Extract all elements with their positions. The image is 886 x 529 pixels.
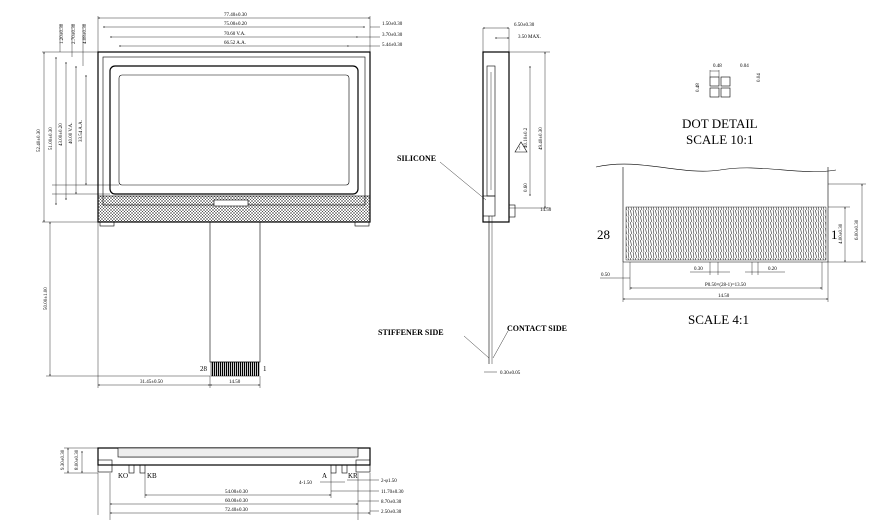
bottom-tab-left	[97, 459, 113, 473]
fpc-dim-total-height: 6.00±0.30	[855, 219, 860, 240]
active-area	[118, 74, 350, 186]
dim-tail-length: 50.00±1.00	[44, 287, 49, 310]
dot-dim-width: 0.48	[713, 64, 722, 69]
dot-1	[709, 76, 720, 87]
fpc-tail	[209, 221, 261, 363]
dim-aa-height: 33.54 A.A.	[79, 120, 84, 142]
dot-dim-height: 0.48	[696, 83, 701, 92]
label-contact-side: CONTACT SIDE	[507, 324, 567, 333]
bottom-dim-height-1: 9.30±0.30	[61, 449, 66, 470]
bottom-dim-pin-width: 4-1.50	[299, 481, 312, 486]
fpc-break-line	[595, 163, 837, 172]
dim-left-top-2: 2.70±0.30	[72, 23, 77, 44]
front-pin-last: 1	[263, 365, 267, 373]
dim-tail-width: 14.50	[229, 380, 241, 385]
bottom-label-kr: KR	[348, 472, 358, 480]
fpc-dim-pitch-total: P0.50×(28-1)=13.50	[705, 283, 746, 288]
dot-2	[720, 76, 731, 87]
dim-aa-width: 66.52 A.A.	[224, 41, 246, 46]
bottom-pin-ko	[128, 464, 135, 474]
dim-left-top-1: 1.20±0.30	[60, 23, 65, 44]
tab-right	[354, 221, 370, 227]
fpc-dim-total-width: 14.50	[718, 294, 730, 299]
bottom-view: KO KB A KR 9.30±0.30 8.00±0.30 4-1.50 2-…	[61, 447, 404, 520]
dim-overall-height: 52.40±0.30	[37, 129, 42, 152]
fpc-contact-array	[625, 206, 827, 261]
bottom-label-ko: KO	[118, 472, 128, 480]
tab-left	[99, 221, 115, 227]
fpc-contacts	[210, 361, 260, 377]
fpc-dim-pitch-width: 0.30	[694, 267, 703, 272]
bottom-dim-8-7: 8.70±0.30	[381, 500, 402, 505]
dim-fpc-thickness: 0.30±0.05	[500, 371, 521, 376]
dim-right-2: 3.70±0.30	[382, 33, 403, 38]
dim-outline-height: 51.00±0.30	[49, 127, 54, 150]
fpc-pin-first: 28	[597, 227, 610, 242]
warning-icon	[514, 141, 528, 153]
bottom-pin-kr	[341, 464, 348, 474]
fpc-detail: 28 1 4.00±0.30 6.00±0.30 0.30 0.20 0.50 …	[595, 163, 866, 327]
bottom-dim-72-4: 72.40±0.30	[225, 508, 248, 513]
dim-side-thickness: 6.50±0.30	[514, 23, 535, 28]
driver-ic	[213, 199, 249, 207]
label-stiffener-side: STIFFENER SIDE	[378, 328, 444, 337]
dim-side-bottom-2: 14.50	[540, 208, 552, 213]
dot-dim-gap-h: 0.04	[740, 64, 749, 69]
bottom-pin-a	[330, 464, 337, 474]
dim-side-bottom-1: 0.60	[524, 183, 529, 192]
dot-detail-scale: SCALE 10:1	[686, 132, 754, 147]
fpc-detail-scale: SCALE 4:1	[688, 312, 749, 327]
dim-tail-offset: 31.45±0.50	[140, 380, 163, 385]
side-tab	[508, 204, 516, 218]
viewing-area	[109, 65, 359, 195]
dot-3	[709, 87, 720, 98]
dim-right-1: 1.50±0.30	[382, 22, 403, 27]
label-silicone: SILICONE	[397, 154, 436, 163]
dot-dim-gap-v: 0.04	[757, 73, 762, 82]
bottom-dim-11-7: 11.70±0.30	[381, 490, 404, 495]
dim-side-max: 3.50 MAX.	[518, 35, 541, 40]
dim-side-height-1: 40.10±0.2	[524, 127, 529, 148]
dim-left-top-3: 4.08±0.30	[83, 23, 88, 44]
bottom-label-kb: KB	[147, 472, 157, 480]
bottom-tab-right	[355, 459, 371, 473]
svg-text:!: !	[519, 147, 521, 152]
bottom-led-housing	[117, 447, 359, 458]
dot-detail-title: DOT DETAIL	[682, 116, 758, 131]
dim-side-height-2: 49.40±0.30	[539, 127, 544, 150]
dim-right-3: 5.44±0.30	[382, 43, 403, 48]
fpc-dim-gap: 0.20	[768, 267, 777, 272]
dim-overall-width: 77.40±0.30	[224, 13, 247, 18]
dot-4	[720, 87, 731, 98]
bottom-dim-hole: 2-φ1.50	[381, 479, 397, 484]
dim-outline-width: 75.00±0.20	[224, 22, 247, 27]
bezel-inner	[102, 56, 366, 206]
bottom-dim-2-5: 2.50±0.30	[381, 510, 402, 515]
dim-glass-height: 43.00±0.20	[59, 123, 64, 146]
fpc-pin-last: 1	[831, 227, 838, 242]
bottom-label-a: A	[322, 472, 327, 480]
dim-va-height: 40.00 V.A.	[69, 123, 74, 145]
bottom-dim-54: 54.00±0.30	[225, 490, 248, 495]
dot-detail: 0.48 0.04 0.48 0.04 DOT DETAIL SCALE 10:…	[682, 64, 762, 147]
fpc-dim-edge: 0.50	[601, 273, 610, 278]
front-view: 28 1 77.40±0.30 75.00±0.20 70.60 V.A. 66…	[37, 13, 403, 388]
dim-va-width: 70.60 V.A.	[224, 32, 246, 37]
side-view: 6.50±0.30 3.50 MAX. 40.10±0.2 49.40±0.30…	[378, 23, 567, 376]
bottom-pin-kb	[139, 464, 146, 474]
fpc-dim-contact-height: 4.00±0.30	[839, 223, 844, 244]
bottom-dim-height-2: 8.00±0.30	[75, 449, 80, 470]
front-pin-first: 28	[200, 365, 208, 373]
bottom-dim-60: 60.00±0.30	[225, 499, 248, 504]
side-body	[482, 51, 510, 223]
